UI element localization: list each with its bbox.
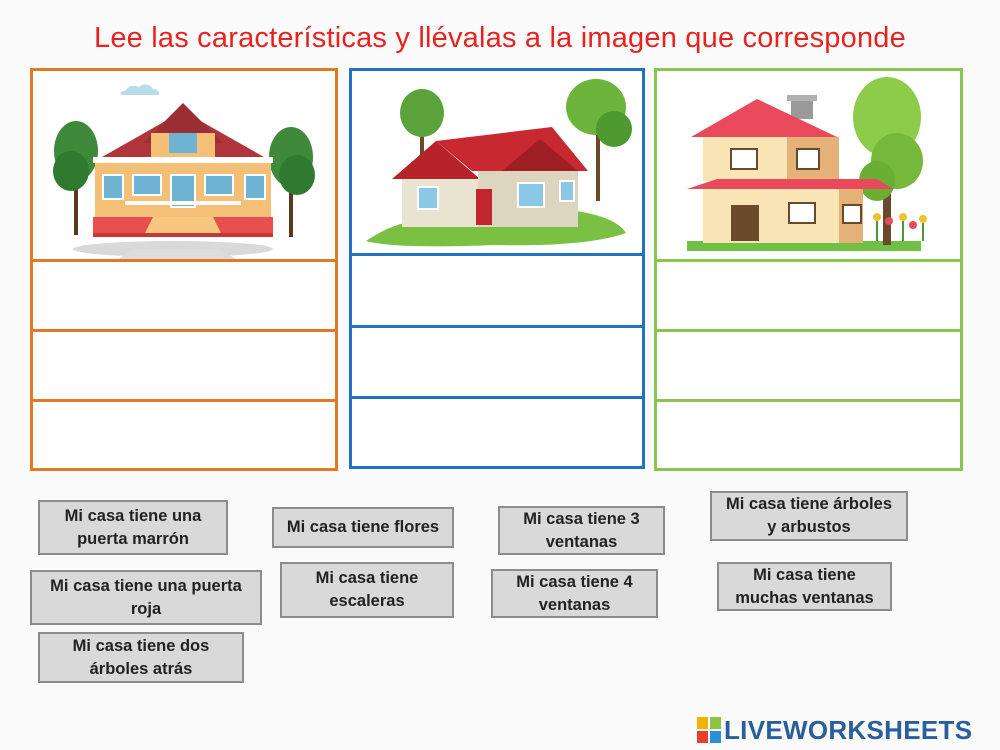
drop-slot-1c[interactable] [33,399,335,468]
card-flores[interactable]: Mi casa tiene flores [272,507,454,548]
liveworksheets-badge-icon [697,717,721,743]
liveworksheets-logo: LIVEWORKSHEETS [697,714,973,745]
card-dos-arboles[interactable]: Mi casa tiene dos árboles atrás [38,632,244,683]
card-tres-ventanas[interactable]: Mi casa tiene 3 ventanas [498,506,665,555]
logo-text: LIVEWORKSHEETS [724,714,973,745]
instructions-title: Lee las características y llévalas a la … [94,22,906,54]
drop-slot-1a[interactable] [33,259,335,329]
victorian-house-icon [33,71,335,261]
house-panel-2 [349,68,645,469]
house-panel-1 [30,68,338,471]
drop-slot-2b[interactable] [352,325,642,396]
card-arboles-arbustos[interactable]: Mi casa tiene árboles y arbustos [710,491,908,541]
card-muchas-ventanas[interactable]: Mi casa tiene muchas ventanas [717,562,892,611]
card-puerta-marron[interactable]: Mi casa tiene una puerta marrón [38,500,228,555]
two-story-house-icon [657,71,960,259]
card-puerta-roja[interactable]: Mi casa tiene una puerta roja [30,570,262,625]
drop-slot-2a[interactable] [352,253,642,325]
drop-slot-3b[interactable] [657,329,960,399]
drop-slot-2c[interactable] [352,396,642,466]
card-cuatro-ventanas[interactable]: Mi casa tiene 4 ventanas [491,569,658,618]
drop-slot-1b[interactable] [33,329,335,399]
card-escaleras[interactable]: Mi casa tiene escaleras [280,562,454,618]
drop-slot-3a[interactable] [657,259,960,329]
cottage-house-icon [352,71,642,255]
house-panel-3 [654,68,963,471]
drop-slot-3c[interactable] [657,399,960,468]
